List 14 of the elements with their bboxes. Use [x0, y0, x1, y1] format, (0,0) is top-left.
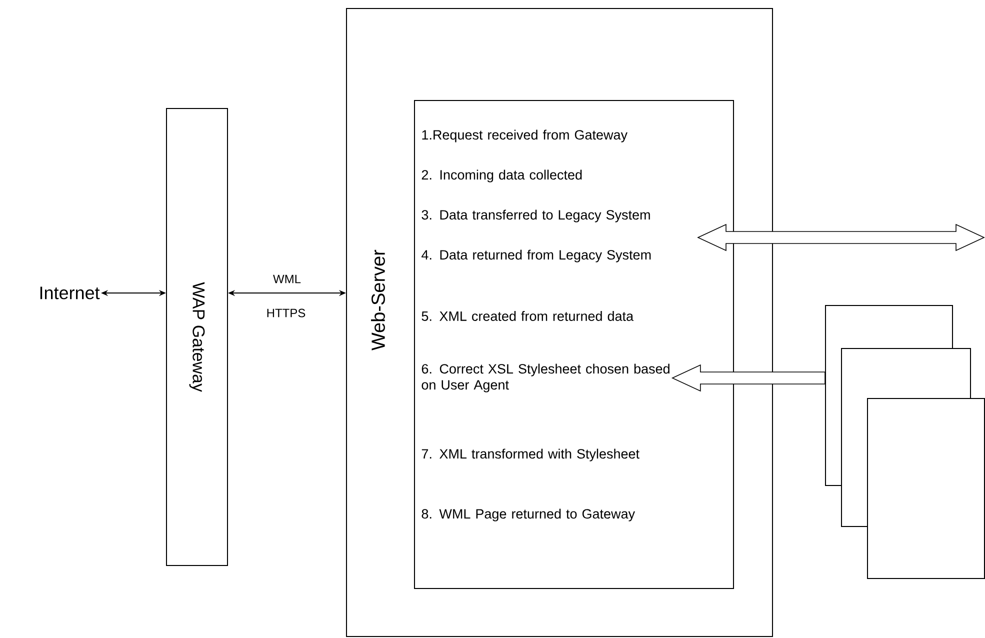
- internet-label: Internet: [40, 286, 100, 300]
- protocol-label: HTTPS: [267, 308, 306, 318]
- step-text: 1.Request received from Gateway: [422, 130, 628, 142]
- step-text: 4. Data returned from Legacy System: [422, 250, 651, 262]
- step-text: 8. WML Page returned to Gateway: [422, 508, 635, 522]
- edge-label: WML: [273, 274, 301, 284]
- step-text: 6. Correct XSL Stylesheet chosen based on User Agent: [422, 364, 670, 392]
- step-text: 7. XML transformed with Stylesheet: [422, 448, 640, 462]
- step-text: 3. Data transferred to Legacy System: [422, 210, 650, 222]
- step-text: 5. XML created from returned data: [422, 311, 634, 321]
- process-box: [414, 100, 734, 589]
- stylesheet-box: [867, 398, 985, 579]
- gateway-box: WAP Gateway: [166, 108, 228, 566]
- step-text: 2. Incoming data collected: [422, 170, 582, 182]
